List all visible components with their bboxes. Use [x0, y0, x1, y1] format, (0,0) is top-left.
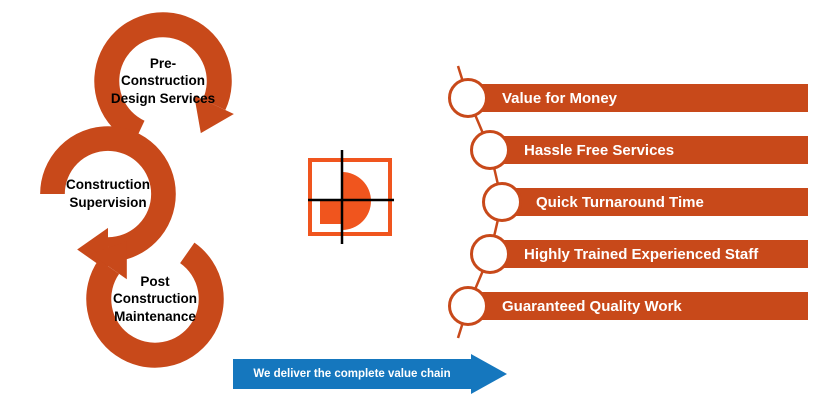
company-logo — [306, 150, 396, 244]
benefit-bar: Value for Money — [468, 84, 808, 112]
benefit-bar: Hassle Free Services — [490, 136, 808, 164]
right-arrow-icon — [471, 354, 507, 394]
cycle-step-line: Design Services — [110, 90, 216, 106]
banner-body: We deliver the complete value chain — [233, 359, 471, 389]
company-logo-icon — [308, 150, 394, 244]
cycle-step-label: Construction Supervision — [34, 120, 182, 268]
benefit-label: Quick Turnaround Time — [536, 193, 704, 211]
benefit-bullet-circle-icon — [482, 182, 522, 222]
cycle-step-label: Pre- Construction Design Services — [88, 6, 238, 156]
benefit-label: Guaranteed Quality Work — [502, 297, 682, 315]
list-item: Guaranteed Quality Work — [448, 280, 808, 332]
cycle-step-line: Construction — [121, 73, 205, 89]
cycle-step-pre-construction: Pre- Construction Design Services — [88, 6, 238, 156]
benefit-bullet-circle-icon — [470, 130, 510, 170]
list-item: Value for Money — [448, 72, 808, 124]
benefit-bar: Guaranteed Quality Work — [468, 292, 808, 320]
benefit-label: Hassle Free Services — [524, 141, 675, 159]
benefit-bullet-circle-icon — [448, 286, 488, 326]
cycle-step-line: Pre- — [149, 55, 177, 71]
benefits-list: Value for Money Hassle Free Services Qui… — [448, 65, 808, 339]
cycle-step-line: Construction — [113, 291, 197, 307]
circular-arrow-icon — [86, 241, 224, 368]
benefit-bar: Highly Trained Experienced Staff — [490, 240, 808, 268]
cycle-step-post-construction: Post Construction Maintenance — [80, 224, 230, 374]
value-chain-banner: We deliver the complete value chain — [233, 354, 507, 394]
cycle-step-line: Supervision — [69, 195, 147, 210]
cycle-step-label: Post Construction Maintenance — [80, 224, 230, 374]
banner-text: We deliver the complete value chain — [253, 368, 451, 380]
benefit-label: Value for Money — [502, 89, 618, 107]
benefit-bullet-circle-icon — [448, 78, 488, 118]
benefit-label: Highly Trained Experienced Staff — [524, 245, 759, 263]
cycle-step-line: Construction — [66, 177, 150, 193]
list-item: Highly Trained Experienced Staff — [448, 228, 808, 280]
benefit-bullet-circle-icon — [470, 234, 510, 274]
circular-arrow-icon — [94, 12, 234, 144]
list-item: Quick Turnaround Time — [448, 176, 808, 228]
list-item: Hassle Free Services — [448, 124, 808, 176]
benefit-bar: Quick Turnaround Time — [502, 188, 808, 216]
cycle-step-line: Maintenance — [114, 308, 196, 324]
cycle-step-line: Post — [140, 273, 170, 289]
